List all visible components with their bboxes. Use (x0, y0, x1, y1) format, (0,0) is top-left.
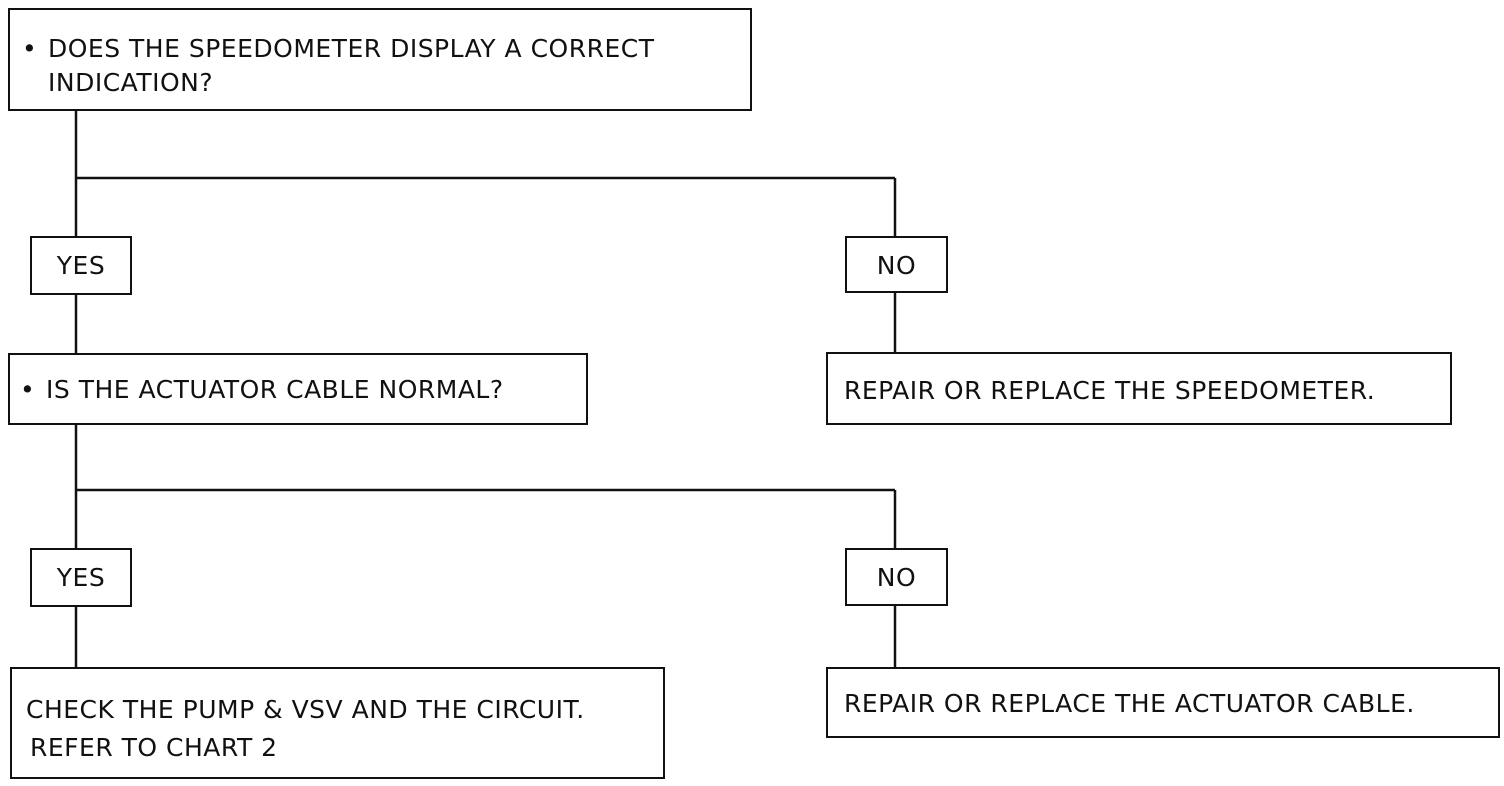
question-speedometer-box: •DOES THE SPEEDOMETER DISPLAY A CORRECT … (8, 8, 752, 111)
repair-speedometer-text: REPAIR OR REPLACE THE SPEEDOMETER. (844, 376, 1376, 405)
speedometer-yes-label: YES (30, 236, 132, 295)
check-pump-vsv-line-1: CHECK THE PUMP & VSV AND THE CIRCUIT. (26, 695, 585, 724)
refer-chart-line: REFER TO CHART 2 (30, 733, 278, 762)
repair-actuator-cable-text: REPAIR OR REPLACE THE ACTUATOR CABLE. (844, 689, 1415, 718)
question-speedometer-text-1: DOES THE SPEEDOMETER DISPLAY A CORRECT (48, 34, 655, 63)
bullet-point: • (22, 34, 38, 63)
actuator-cable-no-label: NO (845, 548, 948, 606)
repair-actuator-cable-box: REPAIR OR REPLACE THE ACTUATOR CABLE. (826, 667, 1500, 738)
actuator-cable-yes-label: YES (30, 548, 132, 607)
question-actuator-cable-text: IS THE ACTUATOR CABLE NORMAL? (46, 375, 504, 404)
question-speedometer-line-2: INDICATION? (22, 66, 750, 100)
repair-speedometer-box: REPAIR OR REPLACE THE SPEEDOMETER. (826, 352, 1452, 425)
check-pump-vsv-box: CHECK THE PUMP & VSV AND THE CIRCUIT. RE… (10, 667, 665, 779)
question-actuator-cable-box: • IS THE ACTUATOR CABLE NORMAL? (8, 353, 588, 425)
question-speedometer-line-1: • DOES THE SPEEDOMETER DISPLAY A CORRECT (22, 32, 750, 66)
speedometer-no-label: NO (845, 236, 948, 293)
bullet-point: • (20, 375, 36, 404)
question-speedometer-text-2: INDICATION? (48, 68, 214, 97)
